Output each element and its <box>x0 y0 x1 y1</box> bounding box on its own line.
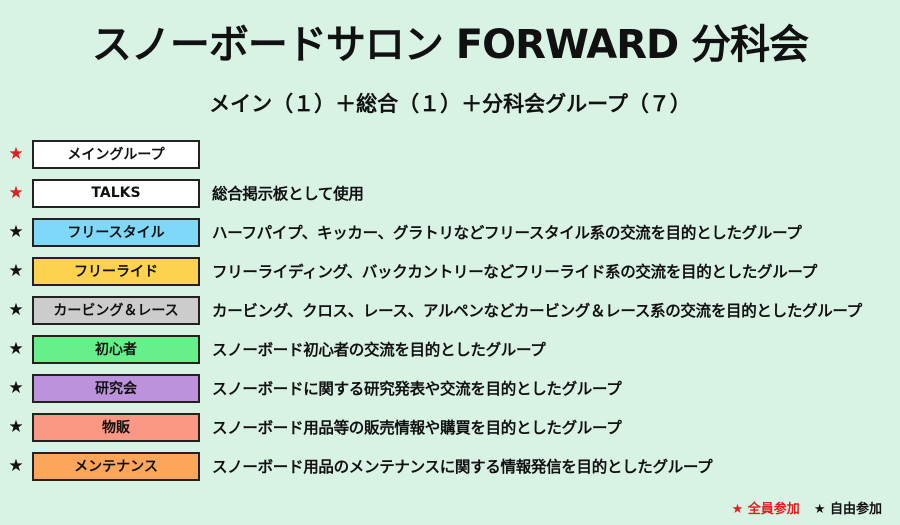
group-row: ★ メンテナンス スノーボード用品のメンテナンスに関する情報発信を目的としたグル… <box>0 451 713 481</box>
page-subtitle: メイン（１）＋総合（１）＋分科会グループ（７） <box>209 92 691 116</box>
group-row: ★ フリーライド フリーライディング、バックカントリーなどフリーライド系の交流を… <box>0 256 817 286</box>
group-label-box: フリーライド <box>32 256 200 286</box>
group-label-box: カービング＆レース <box>32 295 200 325</box>
star-icon: ★ <box>8 222 24 242</box>
star-icon: ★ <box>8 183 24 203</box>
group-label-box: 研究会 <box>32 373 200 403</box>
group-label-box: フリースタイル <box>32 217 200 247</box>
group-description: スノーボード用品のメンテナンスに関する情報発信を目的としたグループ <box>212 458 713 476</box>
group-label-box: 初心者 <box>32 334 200 364</box>
star-icon: ★ <box>8 456 24 476</box>
group-label-box: メイングループ <box>32 139 200 169</box>
star-icon: ★ <box>8 378 24 398</box>
group-description: ハーフパイプ、キッカー、グラトリなどフリースタイル系の交流を目的としたグループ <box>212 224 802 242</box>
group-row: ★ 研究会 スノーボードに関する研究発表や交流を目的としたグループ <box>0 373 622 403</box>
group-description: スノーボード初心者の交流を目的としたグループ <box>212 341 546 359</box>
star-icon: ★ <box>8 300 24 320</box>
group-row: ★ フリースタイル ハーフパイプ、キッカー、グラトリなどフリースタイル系の交流を… <box>0 217 802 247</box>
group-description: スノーボード用品等の販売情報や購買を目的としたグループ <box>212 419 622 437</box>
group-row: ★ 物販 スノーボード用品等の販売情報や購買を目的としたグループ <box>0 412 622 442</box>
group-row: ★ メイングループ <box>0 139 212 169</box>
star-icon: ★ <box>8 261 24 281</box>
star-icon: ★ <box>8 417 24 437</box>
group-label-box: メンテナンス <box>32 451 200 481</box>
star-icon: ★ <box>8 144 24 164</box>
group-row: ★ 初心者 スノーボード初心者の交流を目的としたグループ <box>0 334 546 364</box>
group-label-box: 物販 <box>32 412 200 442</box>
page-title: スノーボードサロン FORWARD 分科会 <box>91 22 809 68</box>
group-description: 総合掲示板として使用 <box>212 185 364 203</box>
group-row: ★ カービング＆レース カービング、クロス、レース、アルペンなどカービング＆レー… <box>0 295 862 325</box>
group-description: スノーボードに関する研究発表や交流を目的としたグループ <box>212 380 622 398</box>
legend-required: ★ 全員参加 <box>731 502 800 517</box>
legend-free: ★ 自由参加 <box>813 502 882 517</box>
legend: ★ 全員参加 ★ 自由参加 <box>732 498 882 517</box>
group-description: カービング、クロス、レース、アルペンなどカービング＆レース系の交流を目的としたグ… <box>212 302 862 320</box>
star-icon: ★ <box>8 339 24 359</box>
group-row: ★ TALKS 総合掲示板として使用 <box>0 178 364 208</box>
group-label-box: TALKS <box>32 178 200 208</box>
group-description: フリーライディング、バックカントリーなどフリーライド系の交流を目的としたグループ <box>212 263 817 281</box>
